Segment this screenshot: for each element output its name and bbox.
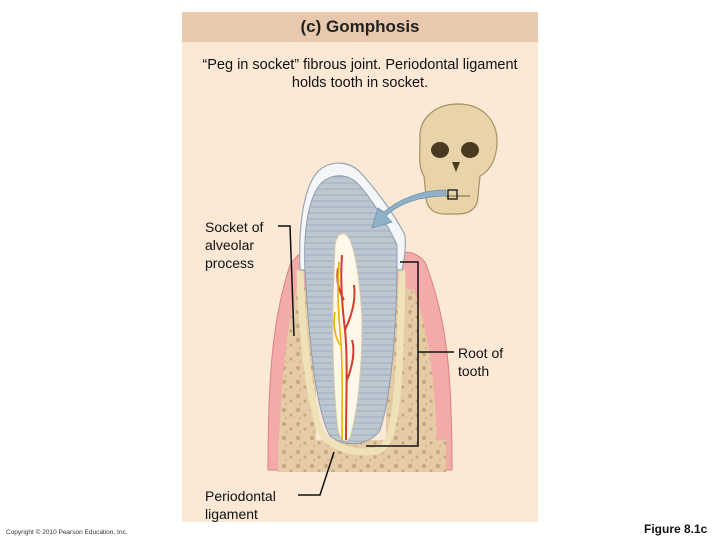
pointer-arrow (371, 189, 447, 229)
copyright-text: Copyright © 2010 Pearson Education, Inc. (6, 529, 128, 536)
figure-title: (c) Gomphosis (182, 12, 538, 42)
figure-number: Figure 8.1c (644, 522, 708, 536)
leader-line-ligament (298, 451, 335, 496)
periodontal-ligament (296, 269, 406, 456)
figure-subtitle: “Peg in socket” fibrous joint. Periodont… (202, 57, 518, 91)
leader-line-socket (278, 225, 295, 337)
label-periodontal-ligament: Periodontal ligament (205, 488, 276, 522)
skull-icon (419, 103, 498, 215)
pulp-vessels-yellow (333, 261, 343, 441)
pulp-vessels-red (336, 254, 356, 441)
alveolar-bone-base (278, 440, 446, 472)
label-root-of-tooth: Root of tooth (458, 345, 504, 379)
leader-line-root (366, 261, 419, 447)
label-socket-alveolar: Socket of alveolar process (205, 219, 264, 271)
